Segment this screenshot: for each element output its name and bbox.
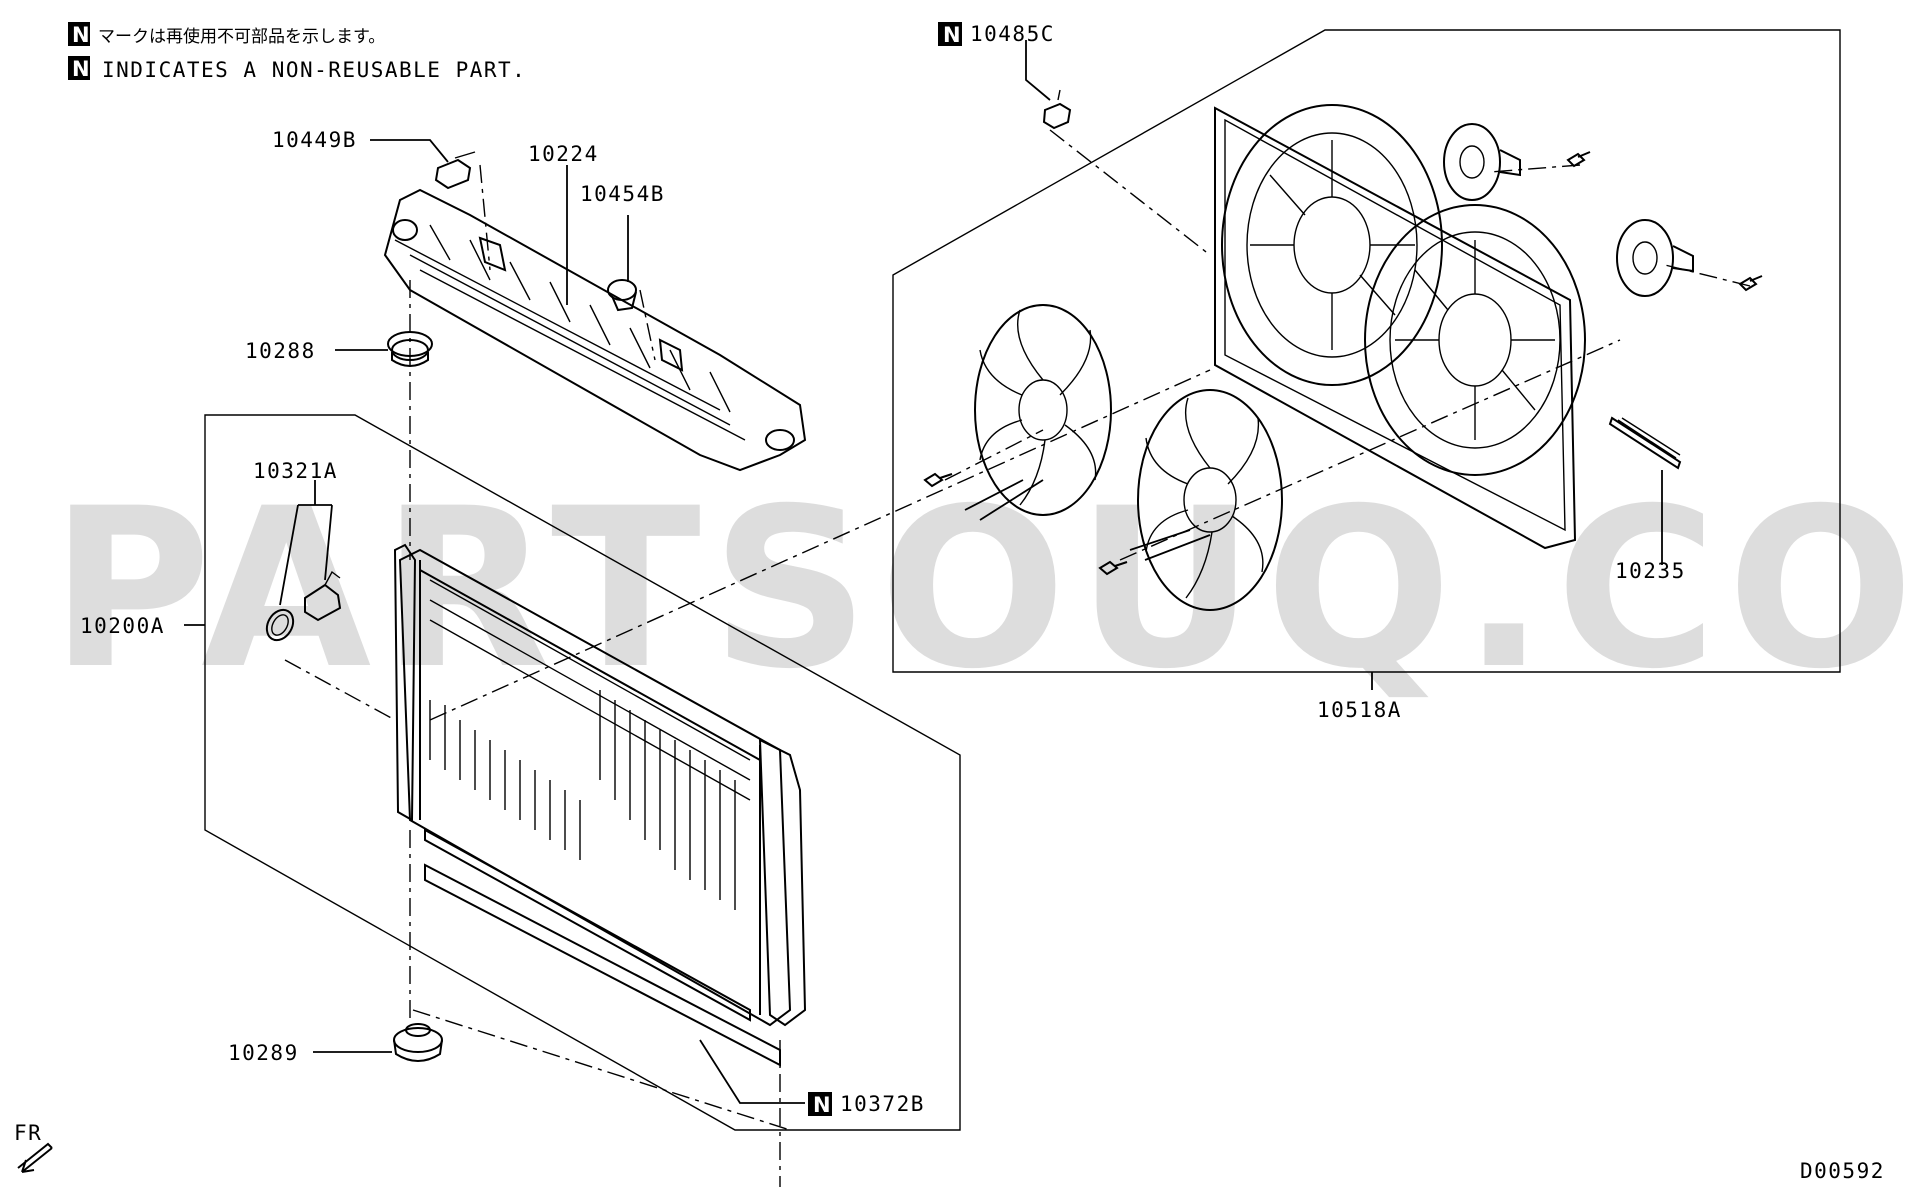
label-10224[interactable]: 10224 — [528, 142, 599, 166]
drain-plug-10321A-drawing — [265, 570, 342, 642]
label-10321A[interactable]: 10321A — [253, 459, 338, 483]
direction-label: FR — [14, 1121, 42, 1145]
legend-japanese-text: マークは再使用不可部品を示します。 — [98, 26, 385, 47]
label-10372B-group[interactable]: N 10372B — [808, 1092, 925, 1117]
leader-lines — [184, 40, 1663, 1104]
svg-text:N: N — [72, 57, 90, 81]
non-reusable-badge: N — [938, 22, 962, 47]
svg-text:N: N — [72, 23, 90, 47]
non-reusable-badge: N — [808, 1092, 832, 1117]
label-10449B[interactable]: 10449B — [272, 128, 357, 152]
label-10200A[interactable]: 10200A — [80, 614, 165, 638]
bolt-10449B-drawing — [434, 151, 476, 190]
arrow-icon — [17, 1142, 53, 1173]
fan-shroud-drawing — [892, 29, 1841, 673]
front-direction-indicator: FR — [14, 1121, 53, 1173]
label-10235[interactable]: 10235 — [1615, 559, 1686, 583]
diagram-code: D00592 — [1800, 1159, 1885, 1183]
radiator-drawing — [204, 414, 961, 1131]
grommet-10289-drawing — [393, 1023, 443, 1062]
label-10485C-group[interactable]: N 10485C — [938, 22, 1055, 47]
non-reusable-badge: N — [68, 56, 90, 81]
legend-english: N INDICATES A NON-REUSABLE PART. — [68, 56, 526, 82]
watermark-text: PARTSOUQ.COM — [50, 461, 1907, 717]
upper-bracket-drawing — [383, 188, 807, 472]
label-10289[interactable]: 10289 — [228, 1041, 299, 1065]
label-10454B[interactable]: 10454B — [580, 182, 665, 206]
radiator-fins — [429, 579, 751, 910]
alignment-lines — [284, 129, 1751, 1187]
svg-text:N: N — [813, 1093, 831, 1117]
label-10288[interactable]: 10288 — [245, 339, 316, 363]
label-10372B[interactable]: 10372B — [840, 1092, 925, 1116]
legend-english-text: INDICATES A NON-REUSABLE PART. — [102, 58, 526, 82]
legend-japanese: N マークは再使用不可部品を示します。 — [68, 22, 385, 47]
label-10518A[interactable]: 10518A — [1317, 698, 1402, 722]
svg-text:N: N — [943, 23, 961, 47]
label-10485C[interactable]: 10485C — [970, 22, 1055, 46]
clip-10454B-drawing — [607, 279, 637, 312]
non-reusable-badge: N — [68, 22, 90, 47]
